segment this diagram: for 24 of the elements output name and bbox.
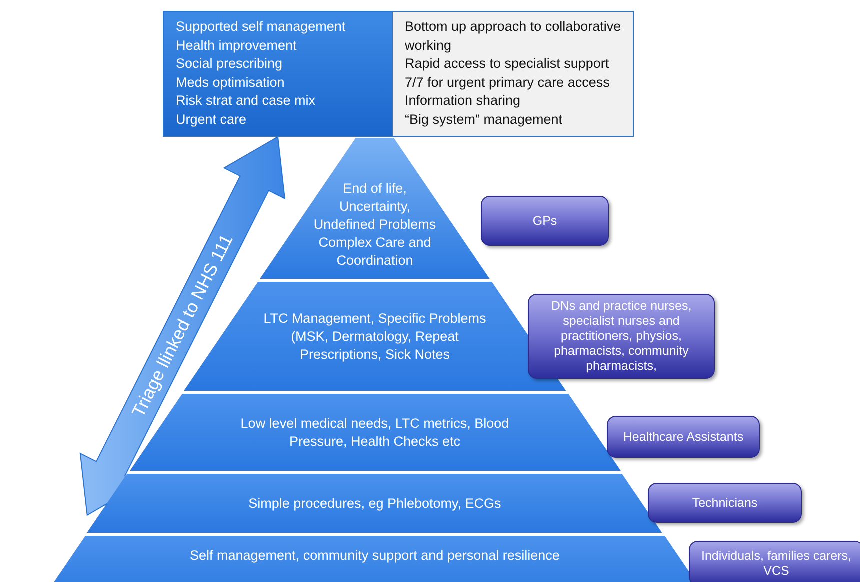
tier-text: End of life, Uncertainty, Undefined Problems Complex Care and Coordination [312,180,438,270]
list-item: Information sharing [405,92,522,110]
tier-text: Low level medical needs, LTC metrics, Blood Pressure, Health Checks etc [240,414,510,450]
list-item: Social prescribing [176,55,284,73]
principles-list-panel [392,11,634,137]
list-item: Health improvement [176,36,298,55]
double-block-arrow [80,136,286,516]
list-item: Rapid access to specialist support [405,55,610,73]
tier-text: Simple procedures, eg Phlebotomy, ECGs [248,494,502,512]
role-box: Individuals, families carers, VCS [689,541,860,582]
role-box: GPs [481,196,609,246]
role-box: Healthcare Assistants [607,416,760,458]
list-item: Meds optimisation [176,74,286,92]
list-item: Bottom up approach to collaborative working [405,18,622,55]
list-item: Risk strat and case mix [176,92,317,110]
list-item: Urgent care [176,110,248,129]
service-list-panel [163,11,393,137]
tier-text: Self management, community support and personal resilience [189,547,561,566]
list-item: 7/7 for urgent primary care access [405,74,611,92]
list-item: Supported self management [176,18,347,36]
role-box: Technicians [648,483,802,523]
list-item: “Big system” management [405,110,564,129]
role-box: DNs and practice nurses, specialist nurses and practitioners, physios, pharmacists, community pharmacists, [528,294,715,379]
tier-text: LTC Management, Specific Problems (MSK, Dermatology, Repeat Prescriptions, Sick Notes [262,310,488,364]
